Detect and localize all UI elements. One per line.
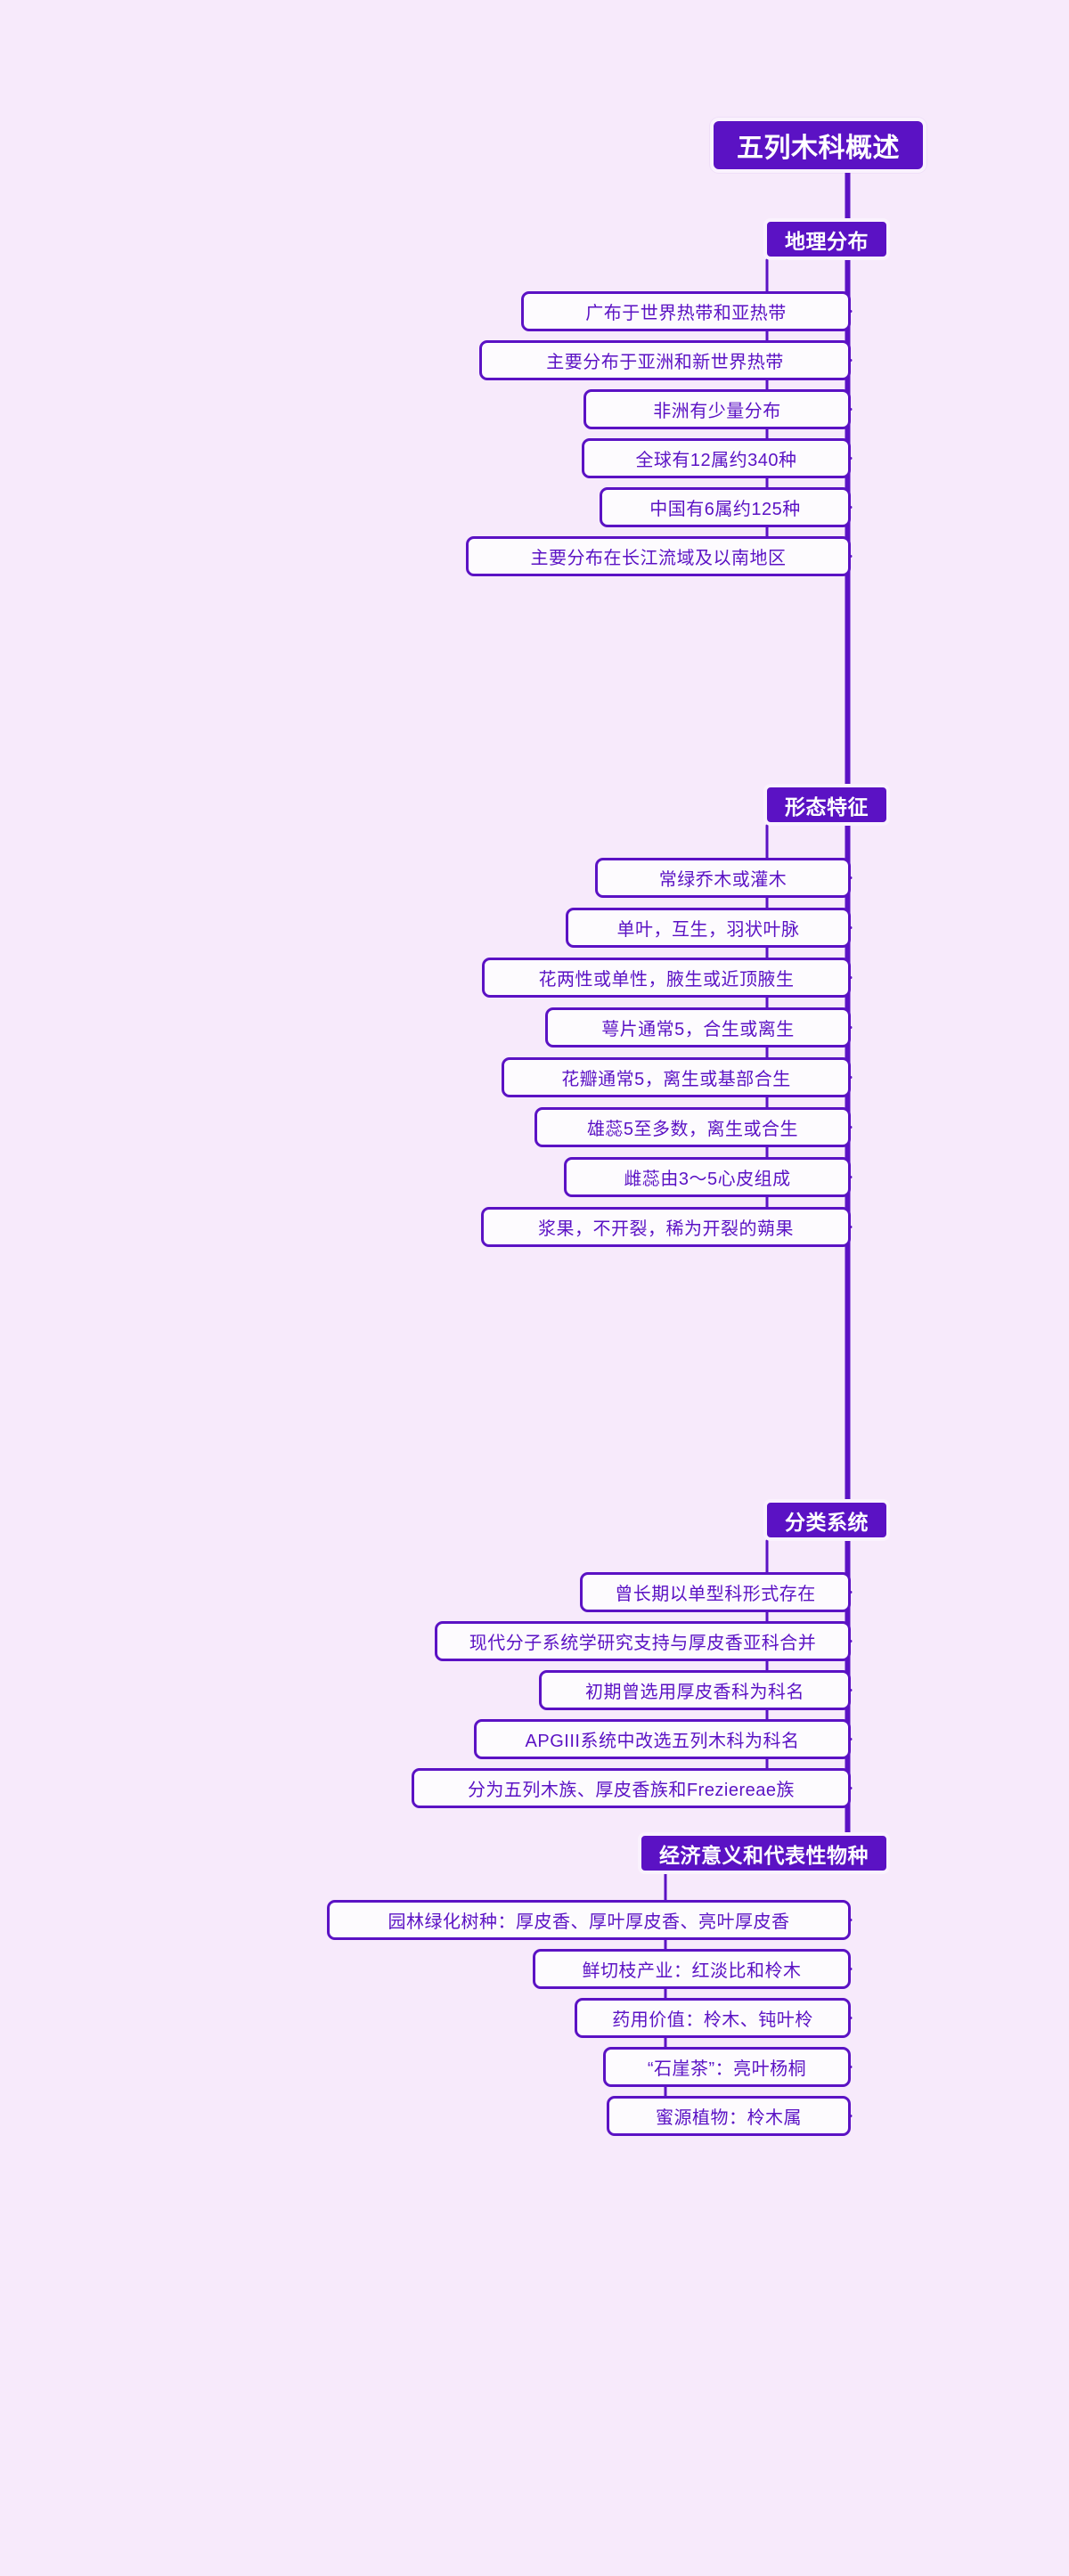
leaf-node-2-2[interactable]: 初期曾选用厚皮香科为科名 (539, 1670, 851, 1710)
branch-node-2[interactable]: 分类系统 (763, 1499, 890, 1541)
leaf-node-1-1[interactable]: 单叶，互生，羽状叶脉 (566, 908, 851, 948)
root-node[interactable]: 五列木科概述 (710, 118, 926, 173)
leaf-node-1-0[interactable]: 常绿乔木或灌木 (595, 858, 851, 898)
leaf-node-3-0[interactable]: 园林绿化树种：厚皮香、厚叶厚皮香、亮叶厚皮香 (327, 1900, 851, 1940)
branch-node-1[interactable]: 形态特征 (763, 784, 890, 826)
branch-node-3[interactable]: 经济意义和代表性物种 (638, 1832, 890, 1874)
leaf-node-1-3[interactable]: 萼片通常5，合生或离生 (545, 1007, 851, 1048)
leaf-node-0-4[interactable]: 中国有6属约125种 (600, 487, 851, 527)
leaf-node-1-7[interactable]: 浆果，不开裂，稀为开裂的蒴果 (481, 1207, 851, 1247)
leaf-node-3-4[interactable]: 蜜源植物：柃木属 (607, 2096, 851, 2136)
leaf-node-1-6[interactable]: 雌蕊由3～5心皮组成 (564, 1157, 851, 1197)
leaf-node-2-3[interactable]: APGIII系统中改选五列木科为科名 (474, 1719, 851, 1759)
leaf-node-0-0[interactable]: 广布于世界热带和亚热带 (521, 291, 851, 331)
branch-node-0[interactable]: 地理分布 (763, 218, 890, 260)
leaf-node-3-2[interactable]: 药用价值：柃木、钝叶柃 (575, 1998, 851, 2038)
leaf-node-1-4[interactable]: 花瓣通常5，离生或基部合生 (502, 1057, 851, 1097)
leaf-node-0-1[interactable]: 主要分布于亚洲和新世界热带 (479, 340, 851, 380)
leaf-node-1-2[interactable]: 花两性或单性，腋生或近顶腋生 (482, 958, 851, 998)
leaf-node-0-5[interactable]: 主要分布在长江流域及以南地区 (466, 536, 851, 576)
leaf-node-2-4[interactable]: 分为五列木族、厚皮香族和Freziereae族 (412, 1768, 851, 1808)
leaf-node-3-3[interactable]: “石崖茶”：亮叶杨桐 (603, 2047, 851, 2087)
leaf-node-2-0[interactable]: 曾长期以单型科形式存在 (580, 1572, 851, 1612)
leaf-node-0-3[interactable]: 全球有12属约340种 (582, 438, 851, 478)
leaf-node-2-1[interactable]: 现代分子系统学研究支持与厚皮香亚科合并 (435, 1621, 851, 1661)
leaf-node-1-5[interactable]: 雄蕊5至多数，离生或合生 (534, 1107, 851, 1147)
leaf-node-3-1[interactable]: 鲜切枝产业：红淡比和柃木 (533, 1949, 851, 1989)
leaf-node-0-2[interactable]: 非洲有少量分布 (583, 389, 851, 429)
